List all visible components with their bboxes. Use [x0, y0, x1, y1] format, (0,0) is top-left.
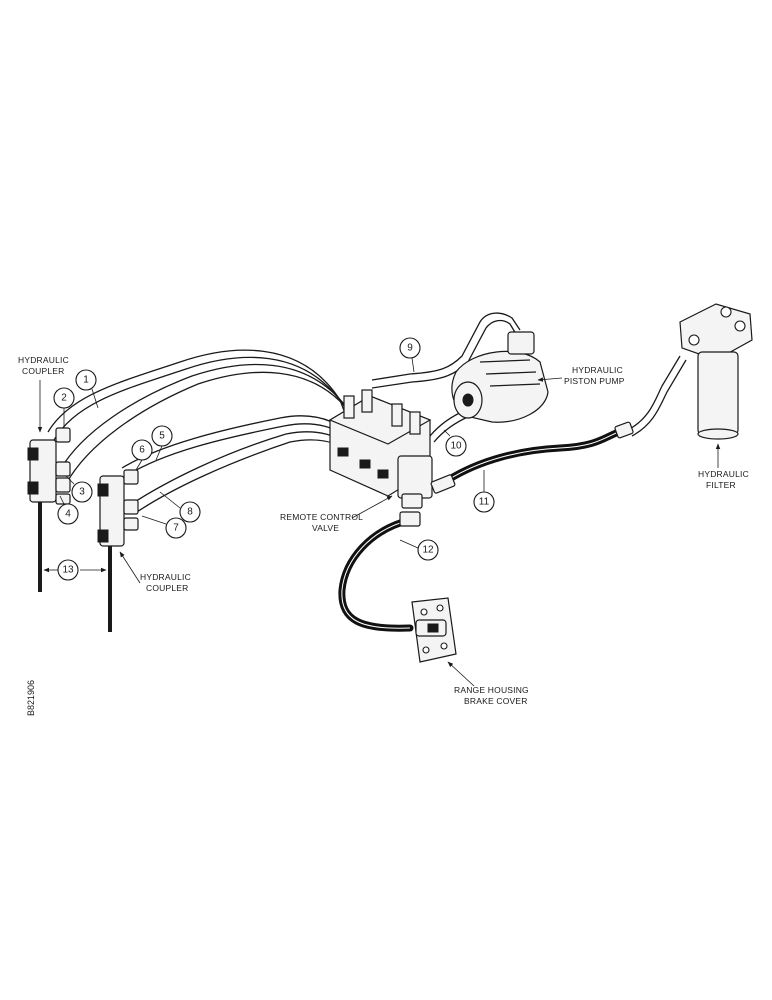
- svg-text:3: 3: [79, 487, 85, 498]
- left-coupler-tubes: [47, 349, 367, 485]
- svg-text:HYDRAULIC: HYDRAULIC: [698, 469, 749, 479]
- svg-text:6: 6: [139, 445, 145, 456]
- svg-text:2: 2: [61, 393, 67, 404]
- callout-13: 13: [43, 559, 107, 581]
- svg-text:HYDRAULIC: HYDRAULIC: [140, 572, 191, 582]
- figure-code: B821906: [26, 680, 36, 716]
- callout-1: 1: [75, 369, 99, 409]
- svg-text:13: 13: [62, 565, 74, 576]
- svg-text:10: 10: [450, 441, 462, 452]
- svg-text:9: 9: [407, 343, 413, 354]
- svg-text:REMOTE CONTROL: REMOTE CONTROL: [280, 512, 363, 522]
- callout-9: 9: [399, 337, 421, 373]
- right-hydraulic-coupler: [97, 469, 139, 632]
- hose-11: [430, 421, 634, 494]
- svg-text:COUPLER: COUPLER: [22, 366, 65, 376]
- pump-supply-tube: [371, 312, 521, 389]
- callout-2: 2: [53, 387, 75, 428]
- callout-12: 12: [399, 539, 439, 561]
- svg-text:PISTON PUMP: PISTON PUMP: [564, 376, 625, 386]
- svg-text:VALVE: VALVE: [312, 523, 339, 533]
- callout-6: 6: [131, 439, 153, 471]
- label-brake-cover: RANGE HOUSING BRAKE COVER: [447, 661, 529, 706]
- callout-8: 8: [159, 491, 201, 523]
- filter-return-tube: [627, 355, 687, 437]
- svg-text:8: 8: [187, 507, 193, 518]
- callout-11: 11: [473, 470, 495, 513]
- svg-text:4: 4: [65, 509, 71, 520]
- hydraulic-filter: [679, 303, 753, 440]
- callout-3: 3: [65, 475, 93, 503]
- svg-text:12: 12: [422, 545, 434, 556]
- callout-10: 10: [443, 429, 467, 457]
- svg-text:5: 5: [159, 431, 165, 442]
- range-housing-brake-cover: [411, 597, 457, 663]
- svg-text:COUPLER: COUPLER: [146, 583, 189, 593]
- svg-text:7: 7: [173, 523, 179, 534]
- label-coupler-right: HYDRAULIC COUPLER: [119, 551, 191, 593]
- label-coupler-left: HYDRAULIC COUPLER: [18, 355, 69, 433]
- svg-text:BRAKE COVER: BRAKE COVER: [464, 696, 528, 706]
- label-piston-pump: HYDRAULIC PISTON PUMP: [537, 365, 625, 386]
- svg-text:FILTER: FILTER: [706, 480, 736, 490]
- svg-text:HYDRAULIC: HYDRAULIC: [572, 365, 623, 375]
- hydraulic-piston-pump: [451, 331, 549, 423]
- svg-text:RANGE HOUSING: RANGE HOUSING: [454, 685, 529, 695]
- callout-4: 4: [57, 495, 79, 525]
- callout-5: 5: [151, 425, 173, 461]
- svg-text:1: 1: [83, 375, 89, 386]
- label-filter: HYDRAULIC FILTER: [698, 443, 749, 490]
- svg-text:HYDRAULIC: HYDRAULIC: [18, 355, 69, 365]
- svg-text:11: 11: [479, 497, 490, 508]
- label-remote-valve: REMOTE CONTROL VALVE: [280, 495, 393, 533]
- left-hydraulic-coupler: [27, 427, 71, 592]
- hose-12: [338, 511, 421, 632]
- callout-7: 7: [141, 515, 187, 539]
- remote-control-valve: [328, 389, 433, 509]
